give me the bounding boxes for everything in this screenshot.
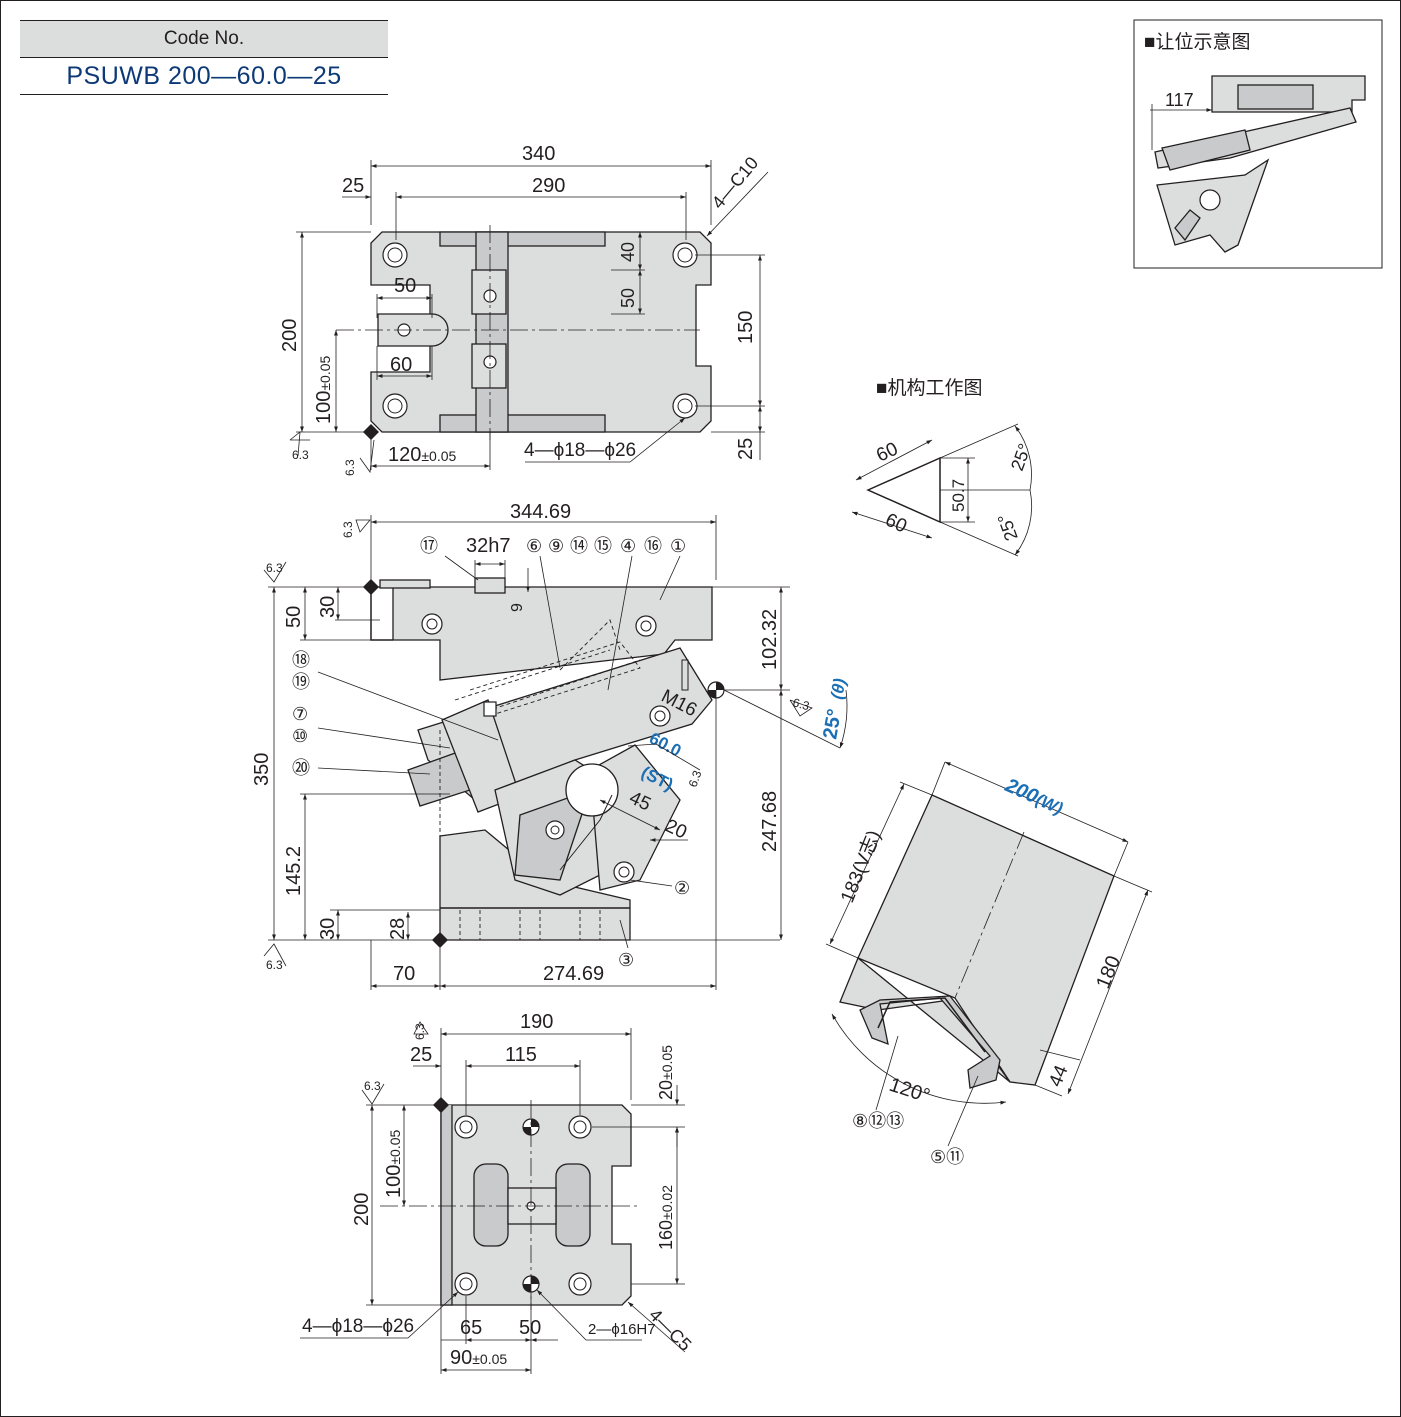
top-dim-200: 200: [279, 319, 301, 352]
iso-dim-44: 44: [1045, 1062, 1073, 1090]
relief-inset-frame: [1133, 19, 1383, 269]
front-dim-145-2: 145.2: [283, 846, 305, 896]
bottom-dim-90: 90±0.05: [450, 1347, 507, 1369]
front-dim-32h7: 32h7: [466, 535, 511, 557]
bottom-dim-pins: 2—ϕ16H7: [588, 1321, 656, 1338]
balloon-10: ⑩: [292, 726, 308, 746]
balloon-19: ⑲: [292, 672, 310, 692]
iso-balloons-5-11: ⑤⑪: [930, 1147, 964, 1167]
top-dim-100: 100±0.05: [313, 355, 335, 424]
balloon-2: ②: [674, 878, 690, 898]
datum-mark-top: [363, 424, 379, 440]
relief-inset-title: ■让位示意图: [1144, 31, 1250, 53]
top-dim-40: 40: [618, 242, 638, 262]
front-dim-30-top: 30: [317, 596, 339, 618]
mechanism-inset: ■机构工作图 60 60 50.7 25° 25°: [851, 377, 1035, 557]
mechanism-angle-25-bottom: 25°: [994, 511, 1022, 543]
isometric-view: 200(W) 183(V志) 180 44 120° ⑧⑫⑬ ⑤⑪: [825, 761, 1153, 1167]
front-dim-30-bottom: 30: [317, 918, 339, 940]
balloon-14: ⑭: [570, 536, 588, 556]
bottom-dim-100: 100±0.05: [383, 1129, 405, 1198]
front-dim-50: 50: [283, 606, 305, 628]
bottom-dim-20: 20±0.05: [656, 1045, 676, 1100]
bottom-roughness-2: 6.3: [364, 1079, 381, 1093]
bottom-dim-200: 200: [351, 1193, 373, 1226]
iso-dim-183: 183(V志): [836, 827, 885, 906]
bottom-dim-160: 160±0.02: [656, 1185, 676, 1250]
iso-balloons-8-12-13: ⑧⑫⑬: [852, 1111, 904, 1131]
top-view: 340 290 25 4—C10 40 50 150 25 200 100±0.…: [279, 143, 769, 476]
front-dim-70: 70: [393, 963, 415, 985]
front-angle-25: 25°: [819, 707, 846, 741]
bottom-dim-115: 115: [505, 1044, 537, 1066]
top-dim-holes: 4—ϕ18—ϕ26: [524, 440, 636, 461]
top-dim-150: 150: [735, 311, 757, 344]
balloon-15: ⑮: [594, 536, 612, 556]
mechanism-dim-60-top: 60: [873, 439, 901, 467]
balloon-9: ⑨: [548, 536, 564, 556]
front-dim-102-32: 102.32: [759, 609, 781, 670]
balloons-top: ⑥ ⑨ ⑭ ⑮ ④ ⑯ ①: [526, 536, 686, 556]
code-number-header: Code No.: [20, 20, 388, 58]
front-dim-247-68: 247.68: [759, 791, 781, 852]
bottom-view: 190 6.3 115 25 20±0.05 160±0.02 6.3 200 …: [300, 1011, 695, 1374]
balloon-17: ⑰: [420, 536, 438, 556]
bottom-roughness-1: 6.3: [413, 1023, 427, 1040]
front-roughness-1: 6.3: [341, 521, 355, 538]
front-roughness-2: 6.3: [266, 561, 283, 575]
top-dim-340: 340: [522, 143, 555, 165]
front-angle-theta: (θ): [827, 677, 849, 701]
mechanism-angle-25-top: 25°: [1007, 441, 1035, 473]
code-number-value: PSUWB 200—60.0—25: [20, 58, 388, 95]
top-dim-25-right: 25: [735, 438, 757, 460]
balloon-20: ⑳: [292, 758, 310, 778]
top-dim-50-slot: 50: [618, 288, 638, 308]
top-dim-290: 290: [532, 175, 565, 197]
front-dim-274-69: 274.69: [543, 963, 604, 985]
bottom-dim-190: 190: [520, 1011, 553, 1033]
iso-dim-200w: 200(W): [1001, 774, 1067, 819]
mechanism-dim-50-7: 50.7: [949, 479, 968, 512]
relief-inset-figure: 117: [1150, 75, 1366, 253]
balloon-16: ⑯: [644, 536, 662, 556]
bottom-dim-25: 25: [410, 1044, 432, 1066]
top-roughness-2: 6.3: [343, 459, 357, 476]
iso-dim-180: 180: [1092, 953, 1125, 992]
balloon-4: ④: [620, 536, 636, 556]
balloon-18: ⑱: [292, 650, 310, 670]
balloon-3: ③: [618, 950, 634, 970]
mechanism-dim-60-bottom: 60: [882, 509, 910, 537]
front-roughness-3: 6.3: [266, 958, 283, 972]
front-dim-344-69: 344.69: [510, 501, 571, 523]
code-number-table: Code No. PSUWB 200—60.0—25: [20, 20, 388, 95]
bottom-dim-holes: 4—ϕ18—ϕ26: [302, 1316, 414, 1337]
front-roughness-4: 6.3: [686, 768, 705, 789]
top-dim-60: 60: [390, 354, 412, 376]
bottom-view-holes: [454, 1115, 592, 1296]
top-view-outline: [370, 231, 712, 433]
top-dim-25-left: 25: [342, 175, 364, 197]
front-dim-350: 350: [251, 753, 273, 786]
top-dim-120: 120±0.05: [388, 444, 457, 466]
top-roughness-1: 6.3: [292, 448, 309, 462]
top-dim-50: 50: [394, 275, 416, 297]
front-dim-28: 28: [387, 918, 409, 940]
mechanism-inset-title: ■机构工作图: [876, 377, 982, 399]
relief-dim-117: 117: [1165, 90, 1194, 110]
front-dim-9: 9: [509, 603, 526, 612]
front-view: 344.69 6.3 32h7 ⑰ 9 ⑥ ⑨ ⑭ ⑮ ④ ⑯ ① 50 30 …: [251, 501, 850, 990]
balloon-7: ⑦: [292, 704, 308, 724]
relief-inset: ■让位示意图 117: [1133, 19, 1383, 269]
iso-angle-120: 120°: [886, 1074, 932, 1108]
top-view-mount-holes: [382, 242, 698, 419]
bottom-dim-50: 50: [519, 1317, 541, 1339]
bottom-dim-65: 65: [460, 1317, 482, 1339]
front-roughness-5: 6.3: [791, 695, 811, 713]
top-dim-4-c10: 4—C10: [708, 153, 763, 213]
roller: [565, 763, 619, 817]
balloon-6: ⑥: [526, 536, 542, 556]
balloon-1: ①: [670, 536, 686, 556]
